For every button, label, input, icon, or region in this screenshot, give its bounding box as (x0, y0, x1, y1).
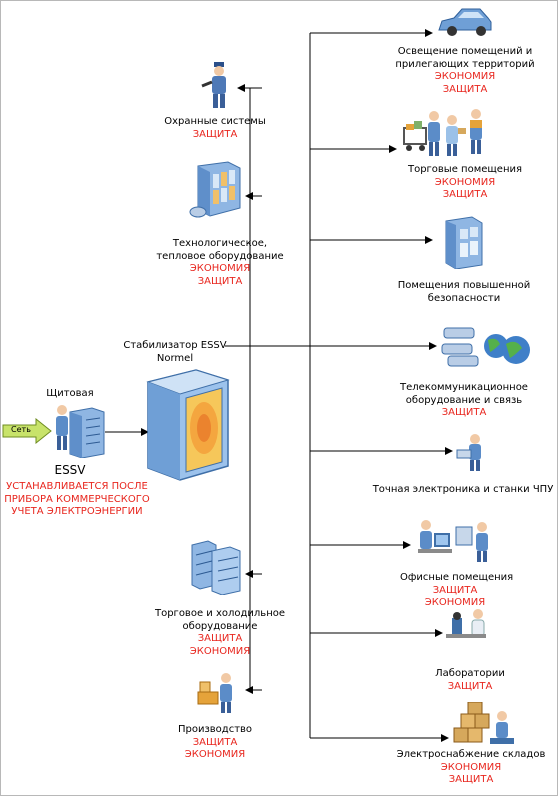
consumer-tag: ЗАЩИТА (448, 774, 494, 785)
install-note-line: УЧЕТА ЭЛЕКТРОЭНЕРГИИ (11, 506, 143, 517)
essv-title: ESSV (54, 463, 86, 477)
consumer-tag: ЗАЩИТА (197, 633, 243, 644)
label-refrigeration: Торговое и холодильное оборудование ЗАЩИ… (150, 608, 290, 658)
label-secure: Помещения повышенной безопасности (394, 280, 534, 305)
consumer-tag: ЗАЩИТА (432, 584, 478, 596)
consumer-tag: ЭКОНОМИЯ (184, 749, 246, 760)
telecom-icon (441, 327, 530, 367)
consumer-tag: ЭКОНОМИЯ (189, 645, 251, 657)
consumer-name: оборудование (182, 620, 258, 632)
label-lab: Лаборатории ЗАЩИТА (420, 668, 520, 693)
label-production: Производство ЗАЩИТА ЭКОНОМИЯ (160, 724, 270, 762)
consumer-name: Технологическое, (172, 238, 268, 249)
consumer-tag: ЗАЩИТА (442, 83, 488, 95)
warehouse-icon (453, 702, 514, 744)
label-precision: Точная электроника и станки ЧПУ (372, 484, 554, 497)
stabilizer-title: Стабилизатор ESSV Normel (120, 340, 230, 365)
consumer-tag: ЗАЩИТА (197, 275, 243, 287)
consumer-tag: ЗАЩИТА (192, 736, 238, 748)
consumer-name: Торговые помещения (407, 164, 523, 175)
consumer-tag: ЭКОНОМИЯ (434, 71, 496, 82)
stabilizer-title-line: Normel (156, 352, 194, 364)
precision-electronics-icon (456, 434, 481, 471)
consumer-name: Производство (177, 724, 253, 735)
consumer-name: Торговое и холодильное (154, 608, 286, 619)
label-office: Офисные помещения ЗАЩИТА ЭКОНОМИЯ (400, 572, 514, 610)
consumer-name: прилегающих территорий (395, 58, 535, 70)
label-guard: Охранные системы ЗАЩИТА (160, 116, 270, 141)
consumer-name: оборудование и связь (405, 394, 523, 406)
machinery-icon (189, 161, 241, 218)
panel-title: Щитовая (46, 388, 94, 399)
consumer-tag: ЭКОНОМИЯ (434, 176, 496, 188)
label-lighting: Освещение помещений и прилегающих террит… (390, 46, 540, 96)
consumer-name: Лаборатории (435, 668, 505, 679)
office-icon (418, 520, 488, 562)
label-shopping: Торговые помещения ЭКОНОМИЯ ЗАЩИТА (400, 164, 530, 202)
refrigeration-icon (191, 540, 241, 595)
label-warehouse: Электроснабжение складов ЭКОНОМИЯ ЗАЩИТА (396, 749, 546, 787)
arrow-input-icon (2, 418, 52, 444)
guard-icon (201, 62, 226, 108)
install-note: УСТАНАВЛИВАЕТСЯ ПОСЛЕ ПРИБОРА КОММЕРЧЕСК… (4, 481, 150, 519)
stabilizer-title-line: Стабилизатор ESSV (123, 340, 227, 351)
consumer-name: Электроснабжение складов (396, 749, 546, 760)
consumer-tag: ЗАЩИТА (447, 680, 493, 692)
consumer-name: Помещения повышенной (397, 280, 531, 291)
secure-building-icon (445, 216, 483, 269)
laboratory-icon (446, 609, 486, 638)
production-icon (197, 673, 232, 713)
input-label: Сеть (11, 425, 31, 434)
consumer-tag: ЭКОНОМИЯ (424, 597, 486, 608)
consumer-tag: ЗАЩИТА (441, 407, 487, 418)
stabilizer-cabinet-icon (146, 369, 230, 481)
consumer-name: Освещение помещений и (397, 46, 533, 57)
electrical-panel-icon (56, 405, 105, 458)
consumer-name: Точная электроника и станки ЧПУ (372, 484, 554, 495)
label-telecom: Телекоммуникационное оборудование и связ… (394, 382, 534, 420)
label-machinery: Технологическое, тепловое оборудование Э… (150, 238, 290, 288)
car-icon (438, 8, 492, 36)
consumer-tag: ЗАЩИТА (192, 128, 238, 140)
install-note-line: ПРИБОРА КОММЕРЧЕСКОГО (4, 493, 150, 505)
consumer-tag: ЭКОНОМИЯ (440, 761, 502, 773)
consumer-name: безопасности (427, 292, 501, 304)
consumer-name: Охранные системы (164, 116, 266, 127)
install-note-line: УСТАНАВЛИВАЕТСЯ ПОСЛЕ (6, 481, 148, 492)
shopping-icon (403, 109, 482, 156)
consumer-name: Офисные помещения (400, 572, 514, 583)
consumer-tag: ЗАЩИТА (442, 189, 488, 200)
consumer-name: Телекоммуникационное (400, 382, 528, 393)
consumer-tag: ЭКОНОМИЯ (189, 263, 251, 274)
consumer-name: тепловое оборудование (156, 250, 284, 262)
